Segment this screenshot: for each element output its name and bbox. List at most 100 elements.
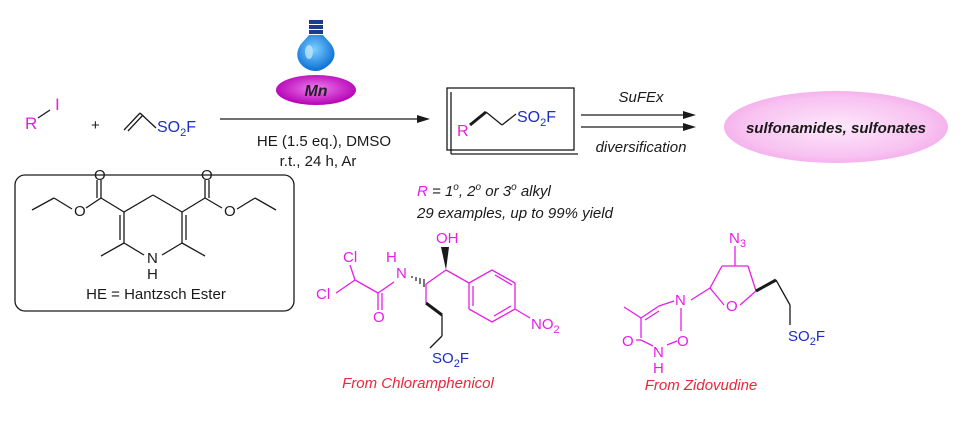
conditions-line-1: HE (1.5 eq.), DMSO [257, 133, 391, 150]
he-left-ethyl-2 [31, 197, 55, 211]
he-methyl-left [100, 242, 125, 257]
azt-o-right: O [677, 333, 689, 350]
reaction-arrow-icon [220, 115, 430, 123]
chloramphenicol-caption: From Chloramphenicol [342, 375, 494, 392]
cap-chain-3 [429, 335, 443, 349]
sufex-label: SuFEx [618, 89, 664, 106]
cap-o: O [373, 309, 385, 326]
cap-oh-wedge [441, 247, 449, 270]
ethenesulfonyl-fluoride: SO2F [123, 112, 196, 139]
product-so2f: SO2F [517, 109, 556, 129]
azt-nh: H [653, 360, 664, 377]
product-r: R [457, 123, 469, 140]
azt-c4-n3 [640, 339, 654, 347]
product-chain-2 [501, 113, 517, 126]
azt-c5-c6d [644, 310, 660, 321]
azt-c2-n3 [666, 340, 678, 346]
cap-benzene-d2 [493, 305, 512, 317]
zidovudine-derivative: O O N H N O N3 SO2F [622, 230, 825, 377]
he-right-ester-1 [181, 197, 206, 213]
he-o-left-carbonyl: O [94, 167, 106, 184]
diversification-label: diversification [596, 139, 687, 156]
azt-c6-n1 [658, 300, 675, 307]
chloramphenicol-derivative: Cl Cl O H N OH NO2 SO2F [316, 230, 560, 370]
azt-o-ring: O [726, 298, 738, 315]
product-chain-1 [485, 111, 503, 126]
cap-no2: NO2 [531, 316, 560, 336]
scope-examples: 29 examples, up to 99% yield [416, 205, 614, 222]
cap-benzene [468, 269, 516, 323]
conditions-line-2: r.t., 24 h, Ar [280, 153, 357, 170]
alkyl-iodide: R I [25, 95, 60, 133]
light-bulb-icon [297, 20, 335, 71]
he-ring-3 [161, 242, 183, 256]
azt-so2f: SO2F [788, 328, 825, 348]
plus-sign: + [91, 117, 100, 134]
result-oval [724, 91, 948, 163]
he-ring-1 [152, 194, 183, 213]
mn-disc [276, 75, 356, 105]
azt-sugar-4 [739, 290, 757, 306]
mn-catalyst: Mn [276, 75, 356, 105]
he-ring-4 [123, 242, 145, 256]
vinyl-bond-a [123, 112, 141, 131]
new-bond [469, 110, 487, 127]
cap-oh: OH [436, 230, 459, 247]
azt-chain-1 [775, 279, 791, 306]
hantzsch-frame [14, 174, 295, 312]
he-left-ethyl-1 [53, 197, 73, 210]
azt-c5-c6 [640, 305, 660, 319]
he-o-right-ether: O [224, 203, 236, 220]
cap-hash-wedge [411, 276, 425, 287]
hantzsch-ester-box: N H O O O O HE = Hantzsch Ester [14, 167, 295, 312]
cap-benzene-d1 [494, 274, 513, 286]
esf-label: SO2F [157, 119, 196, 139]
cap-new-bond [425, 301, 443, 317]
azt-n1: N [675, 292, 686, 309]
he-ring-6 [123, 194, 154, 213]
cap-ring-no2-bond [514, 308, 531, 319]
he-o-left-ether: O [74, 203, 86, 220]
sufex-arrows [581, 111, 696, 131]
cap-ccl-2 [335, 279, 356, 294]
azt-n3: N [653, 344, 664, 361]
cap-cl-top: Cl [343, 249, 357, 266]
he-methyl-right [181, 242, 206, 257]
scope-r-line: R = 1o, 2o or 3o alkyl [417, 182, 552, 200]
cap-c-n [377, 281, 395, 294]
he-o-right-carbonyl: O [201, 167, 213, 184]
he-right-ester-2 [204, 197, 223, 209]
azt-o-left: O [622, 333, 634, 350]
he-right-ethyl-2 [254, 197, 277, 211]
halide-i: I [55, 95, 60, 114]
azt-n-sugar [690, 287, 711, 301]
cap-so2f: SO2F [432, 350, 469, 370]
halide-r: R [25, 114, 37, 133]
azt-azide: N3 [729, 230, 746, 250]
result-label: sulfonamides, sulfonates [746, 120, 926, 137]
cap-c-co [354, 279, 379, 294]
zidovudine-caption: From Zidovudine [645, 377, 758, 394]
product-box: R SO2F [446, 87, 578, 155]
he-left-ester-1 [100, 197, 125, 213]
he-n: N [147, 250, 158, 267]
cap-n: N [396, 265, 407, 282]
mn-label: Mn [304, 83, 327, 100]
azt-methyl [623, 306, 642, 319]
cap-c1-c2 [425, 269, 447, 285]
he-left-ester-2 [85, 197, 102, 209]
cap-h: H [386, 249, 397, 266]
vinyl-bond-b [127, 114, 144, 132]
azt-sugar-5 [709, 287, 725, 306]
cap-c2-ring [445, 269, 470, 284]
he-right-ethyl-1 [236, 197, 256, 210]
he-h: H [147, 266, 158, 283]
azt-new-bond [755, 278, 777, 293]
hantzsch-caption: HE = Hantzsch Ester [86, 286, 226, 303]
cap-ccl-1 [349, 264, 356, 281]
azt-sugar-1 [709, 265, 723, 289]
cap-cl-left: Cl [316, 286, 330, 303]
vinyl-bond-c [139, 112, 157, 129]
r-i-bond [37, 109, 51, 119]
